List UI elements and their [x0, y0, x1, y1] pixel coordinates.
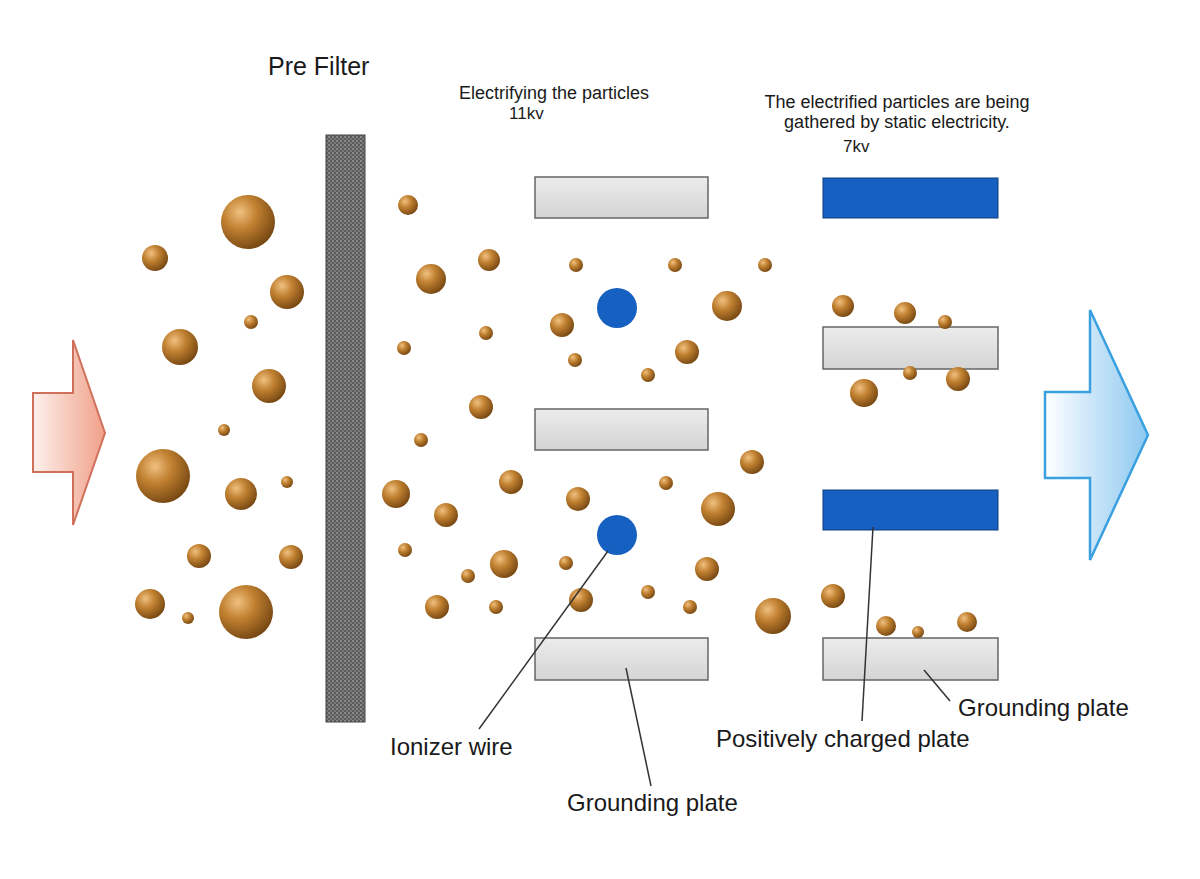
dust-particle [416, 264, 446, 294]
grounding-plate [535, 409, 708, 450]
grounding-plate [823, 638, 998, 680]
part-label: Grounding plate [958, 694, 1129, 722]
grounding-plate [823, 327, 998, 369]
inflow-arrow [33, 340, 105, 525]
dust-particle [397, 341, 411, 355]
dust-particle [876, 616, 896, 636]
dust-particle [668, 258, 682, 272]
dust-particle [162, 329, 198, 365]
dust-particle [225, 478, 257, 510]
dust-particle [414, 433, 428, 447]
dust-particle [182, 612, 194, 624]
leader-line [924, 670, 950, 701]
leader-line [862, 527, 873, 721]
dust-particle [135, 589, 165, 619]
dust-particle [187, 544, 211, 568]
dust-particle [569, 258, 583, 272]
dust-particle [499, 470, 523, 494]
dust-particle [695, 557, 719, 581]
dust-particle [701, 492, 735, 526]
dust-particle [755, 598, 791, 634]
pre-filter [326, 135, 365, 722]
part-label: Positively charged plate [716, 725, 969, 753]
dust-particle [425, 595, 449, 619]
dust-particle [469, 395, 493, 419]
dust-particle [758, 258, 772, 272]
stage-label: Pre Filter [268, 52, 369, 81]
dust-particle [279, 545, 303, 569]
dust-particle [218, 424, 230, 436]
dust-particle [489, 600, 503, 614]
dust-particle [398, 195, 418, 215]
dust-particle [479, 326, 493, 340]
dust-particle [434, 503, 458, 527]
dust-particle [382, 480, 410, 508]
dust-particle [832, 295, 854, 317]
dust-particle [946, 367, 970, 391]
dust-particle [219, 585, 273, 639]
positive-plate [823, 178, 998, 218]
dust-particle [894, 302, 916, 324]
dust-particle [912, 626, 924, 638]
dust-particle [270, 275, 304, 309]
stage-label: Electrifying the particles [459, 83, 649, 104]
dust-particle [821, 584, 845, 608]
part-label: Ionizer wire [390, 733, 513, 761]
outflow-arrow [1045, 310, 1148, 560]
dust-particle [683, 600, 697, 614]
dust-particle [568, 353, 582, 367]
grounding-plate [535, 177, 708, 218]
ionizer-wire [597, 288, 637, 328]
dust-particle [281, 476, 293, 488]
dust-particle [136, 449, 190, 503]
voltage-label: 7kv [843, 137, 869, 157]
dust-particle [490, 550, 518, 578]
dust-particle [221, 195, 275, 249]
dust-particle [142, 245, 168, 271]
dust-particle [252, 369, 286, 403]
dust-particle [398, 543, 412, 557]
dust-particle [675, 340, 699, 364]
dust-particle [938, 315, 952, 329]
dust-particle [478, 249, 500, 271]
dust-particle [461, 569, 475, 583]
voltage-label: 11kv [509, 104, 544, 124]
leader-line [626, 668, 651, 786]
dust-particle [850, 379, 878, 407]
dust-particle [566, 487, 590, 511]
dust-particle [740, 450, 764, 474]
dust-particle [712, 291, 742, 321]
part-label: Grounding plate [567, 789, 738, 817]
dust-particle [957, 612, 977, 632]
dust-particle [659, 476, 673, 490]
dust-particle [550, 313, 574, 337]
particle-group [135, 195, 977, 639]
ionizer-wire [597, 515, 637, 555]
dust-particle [244, 315, 258, 329]
dust-particle [903, 366, 917, 380]
dust-particle [559, 556, 573, 570]
grounding-plate [535, 638, 708, 680]
dust-particle [641, 368, 655, 382]
positive-plate [823, 490, 998, 530]
stage-label: The electrified particles are being gath… [727, 93, 1067, 133]
dust-particle [641, 585, 655, 599]
leader-line [479, 551, 608, 729]
